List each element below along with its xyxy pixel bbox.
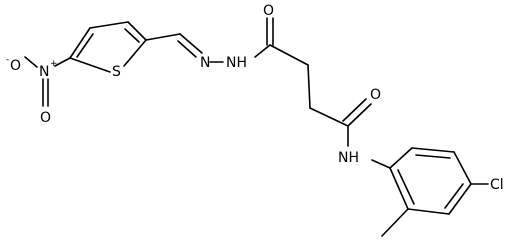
bond-ar2-ar3-inner [415,154,451,159]
bond-ar1-ar2 [389,147,413,169]
bond-ar6-methyl [381,208,409,237]
atom-labels: O - N + O S N NH O O NH Cl [6,3,504,193]
bond-n-ring [54,57,71,67]
atom-o-carbonyl-right: O [370,87,381,103]
atom-nh-hydrazone: NH [226,55,247,71]
bond-ar5-ar6 [407,208,450,215]
atom-n-plus: N [39,64,49,80]
bond-s-c5 [69,57,111,73]
bond-c5-c4 [69,27,91,59]
bond-c5-c4-inner [76,33,94,58]
atom-n-hydrazone: N [200,55,210,71]
bond-c-ch2a [269,44,309,66]
bond-ch-n-double-a [179,33,203,54]
atom-nh-amide: NH [338,150,359,166]
atom-n-plus-charge: + [50,59,58,69]
bond-ar3-ar4 [453,151,472,185]
bond-ar6-ar1 [389,167,409,210]
bond-ch-n-double-b [177,40,197,58]
atom-o-minus-charge: - [6,55,9,65]
bond-c-o2-double-b [342,98,367,122]
bond-ar4-ar5-inner [444,183,464,209]
bond-ar4-ar5 [448,183,472,215]
bond-c2-ch [145,33,181,41]
bonds [24,17,489,237]
atom-s-thiophene: S [112,64,121,80]
bond-c-o2-double-a [347,103,372,127]
bond-c4-c3 [89,21,129,29]
bond-c2-s [123,39,147,67]
bond-ch2a-ch2b [307,64,311,109]
atom-o-carbonyl-top: O [263,3,274,19]
atom-o-nitro: O [40,110,51,126]
atom-o-minus: O [10,58,21,74]
bond-nh-aryl [371,159,391,169]
bond-ar6-ar1-inner [397,169,415,205]
bond-nh-c [254,44,271,58]
atom-cl: Cl [490,177,504,193]
bond-ch2b-c [309,107,349,127]
bond-c3-c2 [127,21,147,41]
bond-ar2-ar3 [411,147,455,153]
bond-no-minus [24,56,38,68]
bond-c3-c2-inner [124,28,140,43]
